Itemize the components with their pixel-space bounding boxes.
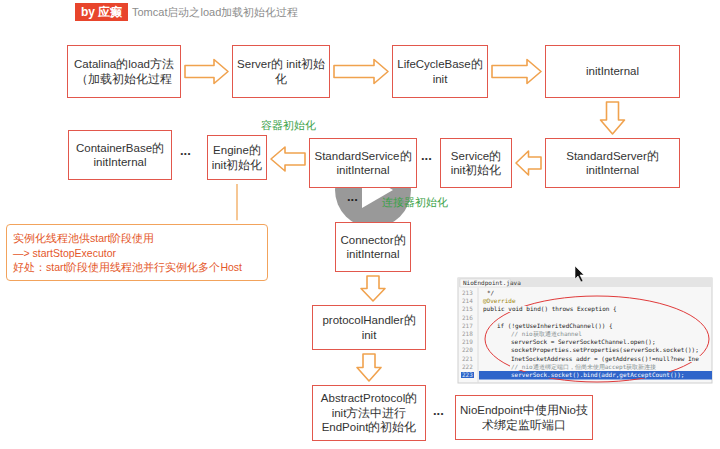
process-box: Server的 init初始化 — [232, 45, 330, 98]
process-box: StandardService的 initInternal — [309, 138, 417, 188]
flow-arrow — [516, 151, 541, 175]
code-line: if (!getUseInheritedChannel()) { — [496, 323, 614, 329]
line-number: 219 — [461, 339, 474, 345]
process-box: LifeCycleBase的 init — [392, 45, 488, 98]
flow-arrow — [334, 60, 388, 84]
line-number: 216 — [461, 315, 474, 321]
diagram-title: Tomcat启动之load加载初始化过程 — [132, 5, 298, 20]
node-text: ContainerBase的 initInternal — [72, 141, 168, 170]
node-text: Connector的 initInternal — [339, 233, 407, 262]
section-label: 连接器初始化 — [382, 197, 448, 208]
gutter-line — [478, 288, 479, 383]
flow-arrow — [271, 147, 305, 171]
line-number: 221 — [461, 356, 474, 362]
line-number: 217 — [461, 323, 474, 329]
ellipsis-mark: ... — [421, 149, 432, 162]
process-box: NioEndpoint中使用Nio技术绑定监听端口 — [455, 395, 593, 440]
author-badge: by 应癫 — [75, 3, 128, 21]
node-text: by 应癫 — [81, 5, 122, 19]
process-box: initInternal — [545, 45, 680, 98]
node-text: LifeCycleBase的 init — [396, 57, 484, 86]
flow-arrow — [357, 354, 381, 381]
ellipsis-mark: ... — [180, 144, 191, 157]
line-number: 215 — [461, 306, 474, 312]
line-number: 222 — [461, 364, 474, 370]
node-text: 好处：start阶段使用线程池并行实例化多个Host — [13, 260, 261, 274]
file-tab: NioEndpoint.java — [463, 280, 521, 286]
node-text: Engine的 init初始化 — [211, 143, 263, 172]
node-text: initInternal — [549, 64, 676, 78]
code-line: // nio通道绑定端口，但尚未使用accept获取新连接 — [510, 364, 657, 370]
code-screenshot — [458, 278, 712, 383]
code-line: socketProperties.setProperties(serverSoc… — [510, 347, 700, 353]
flow-arrow — [601, 102, 625, 134]
node-text: NioEndpoint中使用Nio技术绑定监听端口 — [459, 403, 589, 432]
code-line: public void bind() throws Exception { — [482, 306, 618, 312]
line-number: 218 — [461, 331, 474, 337]
code-line: @Override — [482, 298, 517, 304]
process-box: Catalina的load方法 （加载初始化过程 — [67, 45, 181, 98]
node-text: protocolHandler的 init — [316, 313, 422, 342]
process-box: Service的 init初始化 — [440, 138, 512, 188]
mouse-cursor — [575, 266, 584, 282]
line-number: 220 — [461, 347, 474, 353]
process-box: protocolHandler的 init — [312, 305, 426, 350]
node-text: —> startStopExecutor — [13, 246, 261, 260]
leader-line — [236, 184, 237, 220]
line-number: 223 — [461, 372, 474, 378]
ellipsis-mark: ... — [347, 190, 358, 203]
node-text: Catalina的load方法 （加载初始化过程 — [71, 57, 177, 86]
selection-highlight — [479, 371, 712, 380]
node-text: AbstractProtocol的 init方法中进行 EndPoint的初始化 — [316, 391, 422, 434]
line-number: 213 — [461, 290, 474, 296]
code-line: */ — [486, 290, 495, 296]
node-text: StandardServer的 initInternal — [549, 149, 676, 178]
node-text: 实例化线程池供start阶段使用 — [13, 231, 261, 245]
code-line: // nio获取通道channel — [510, 331, 583, 337]
edge-label: 容器初始化 — [261, 119, 316, 132]
note-callout: 实例化线程池供start阶段使用—> startStopExecutor好处：s… — [6, 224, 268, 281]
process-box: StandardServer的 initInternal — [545, 138, 680, 188]
flow-arrow — [492, 60, 541, 84]
flow-arrow — [361, 276, 385, 301]
code-line: serverSock = ServerSocketChannel.open(); — [510, 339, 657, 345]
code-line: InetSocketAddress addr = (getAddress()!=… — [510, 356, 700, 362]
process-box: ContainerBase的 initInternal — [68, 130, 172, 180]
code-line: serverSock.socket().bind(addr,getAcceptC… — [510, 372, 685, 378]
node-text: Service的 init初始化 — [444, 149, 508, 178]
tab-bar — [458, 278, 712, 287]
process-box: Engine的 init初始化 — [207, 135, 267, 180]
node-text: Server的 init初始化 — [236, 57, 326, 86]
line-number: 214 — [461, 298, 474, 304]
flow-arrow — [185, 60, 228, 84]
process-box: AbstractProtocol的 init方法中进行 EndPoint的初始化 — [312, 385, 426, 441]
process-box: Connector的 initInternal — [335, 222, 411, 272]
node-text: StandardService的 initInternal — [313, 149, 413, 178]
ellipsis-mark: ... — [433, 404, 444, 417]
